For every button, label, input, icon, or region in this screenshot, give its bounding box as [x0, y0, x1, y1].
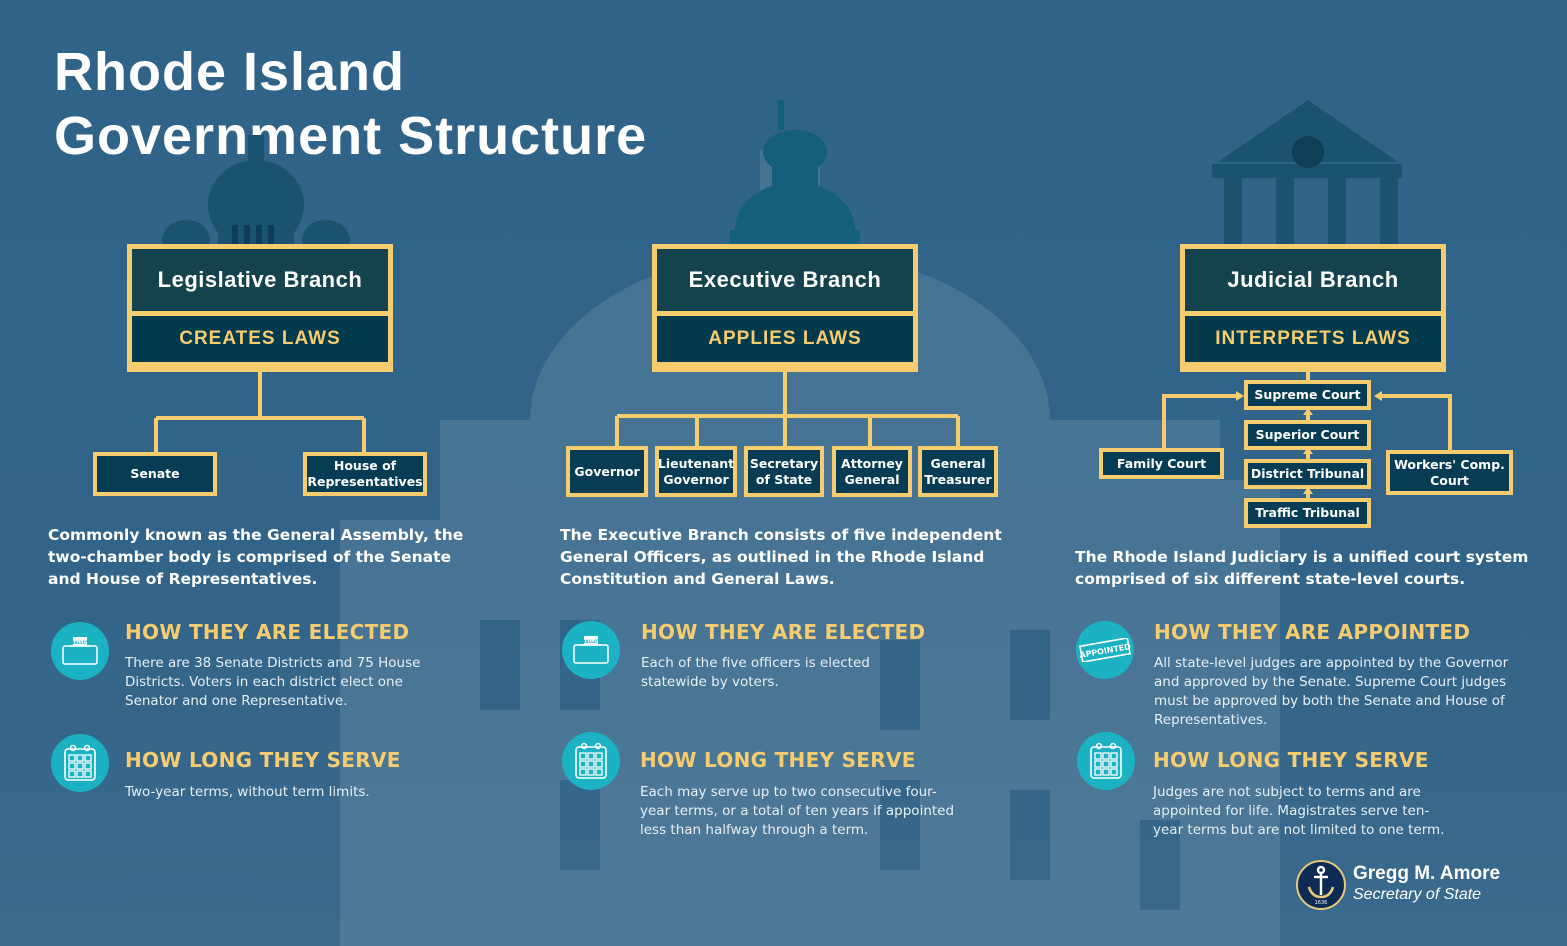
- section-heading: HOW THEY ARE ELECTED: [125, 620, 410, 644]
- calendar-icon: [562, 732, 620, 790]
- section-body: Judges are not subject to terms and are …: [1153, 784, 1445, 838]
- section-heading: HOW THEY ARE APPOINTED: [1154, 620, 1471, 644]
- org-node-general-treasurer: General Treasurer: [918, 446, 998, 497]
- legislative-description: Commonly known as the General Assembly, …: [48, 526, 464, 588]
- branch-title: Judicial Branch: [1185, 249, 1441, 311]
- branch-title: Executive Branch: [657, 249, 913, 311]
- judicial-branch-box: Judicial Branch INTERPRETS LAWS: [1180, 244, 1446, 372]
- branch-role: INTERPRETS LAWS: [1185, 316, 1441, 362]
- section-heading: HOW LONG THEY SERVE: [640, 748, 916, 772]
- section-heading: HOW LONG THEY SERVE: [1153, 748, 1429, 772]
- ballot-box-icon: BALLOT: [51, 622, 109, 680]
- org-node-governor: Governor: [566, 446, 648, 497]
- org-node-family-court: Family Court: [1099, 448, 1224, 479]
- svg-text:1636: 1636: [1315, 900, 1328, 905]
- org-node-secretary-of-state: Secretary of State: [744, 446, 824, 497]
- branch-role: CREATES LAWS: [132, 316, 388, 362]
- judicial-description: The Rhode Island Judiciary is a unified …: [1075, 548, 1529, 588]
- state-seal-anchor-icon: 1636: [1296, 860, 1346, 910]
- title-line-1: Rhode Island: [54, 42, 406, 102]
- executive-description: The Executive Branch consists of five in…: [560, 526, 1002, 588]
- legislative-branch-box: Legislative Branch CREATES LAWS: [127, 244, 393, 372]
- signature-title: Secretary of State: [1353, 886, 1482, 903]
- calendar-icon: [51, 734, 109, 792]
- org-node-superior-court: Superior Court: [1244, 420, 1371, 450]
- page-title: Rhode Island Government Structure: [54, 40, 647, 168]
- signature-name: Gregg M. Amore: [1353, 863, 1501, 884]
- ballot-box-icon: BALLOT: [562, 621, 620, 679]
- org-node-lieutenant-governor: Lieutenant Governor: [655, 446, 737, 497]
- appointed-stamp-icon: APPOINTED: [1076, 621, 1134, 679]
- executive-branch-box: Executive Branch APPLIES LAWS: [652, 244, 918, 372]
- org-node-district-tribunal: District Tribunal: [1244, 459, 1371, 489]
- svg-text:BALLOT: BALLOT: [71, 640, 89, 645]
- svg-text:BALLOT: BALLOT: [582, 639, 600, 644]
- org-node-supreme-court: Supreme Court: [1244, 380, 1371, 410]
- branch-title: Legislative Branch: [132, 249, 388, 311]
- section-body: Each of the five officers is elected sta…: [641, 655, 870, 690]
- org-node-attorney-general: Attorney General: [832, 446, 912, 497]
- section-body: All state-level judges are appointed by …: [1154, 655, 1509, 728]
- title-line-2: Government Structure: [54, 106, 648, 166]
- section-body: There are 38 Senate Districts and 75 Hou…: [125, 655, 421, 709]
- branch-role: APPLIES LAWS: [657, 316, 913, 362]
- section-body: Two-year terms, without term limits.: [125, 784, 370, 800]
- section-body: Each may serve up to two consecutive fou…: [640, 784, 955, 838]
- org-node-house: House of Representatives: [303, 452, 427, 496]
- org-node-senate: Senate: [93, 452, 217, 496]
- capitol-silhouette-icon: [162, 135, 350, 255]
- org-node-workers-comp-court: Workers' Comp. Court: [1386, 450, 1513, 495]
- section-heading: HOW LONG THEY SERVE: [125, 748, 401, 772]
- org-node-traffic-tribunal: Traffic Tribunal: [1244, 498, 1371, 528]
- section-heading: HOW THEY ARE ELECTED: [641, 620, 926, 644]
- calendar-icon: [1077, 732, 1135, 790]
